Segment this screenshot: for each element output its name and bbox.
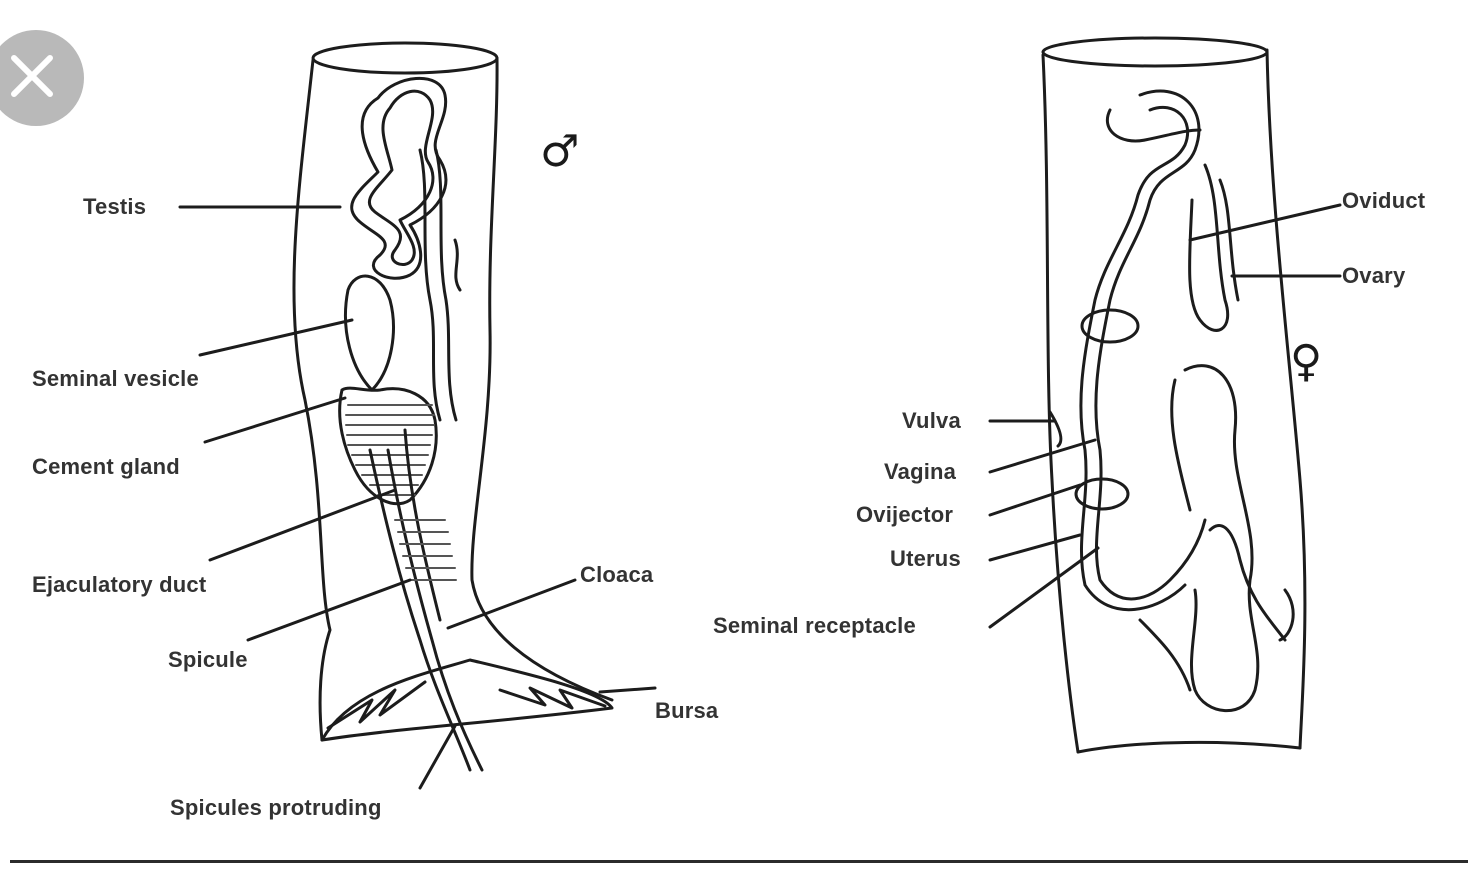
female-oviduct-ovary (1081, 91, 1293, 711)
male-coiled-testis (352, 78, 460, 420)
label-spicules-protruding: Spicules protruding (170, 797, 382, 819)
label-spicule: Spicule (168, 649, 248, 671)
label-bursa: Bursa (655, 700, 718, 722)
bottom-divider (10, 860, 1468, 863)
label-seminal-vesicle: Seminal vesicle (32, 368, 199, 390)
female-pointer-lines (990, 205, 1340, 627)
label-ovijector: Ovijector (856, 504, 953, 526)
label-uterus: Uterus (890, 548, 961, 570)
label-testis: Testis (83, 196, 146, 218)
female-symbol: ♀ (1290, 340, 1322, 384)
male-seminal-vesicle (345, 276, 393, 390)
label-oviduct: Oviduct (1342, 190, 1425, 212)
close-button[interactable] (0, 30, 84, 126)
close-icon (0, 30, 84, 126)
label-ovary: Ovary (1342, 265, 1405, 287)
label-seminal-receptacle: Seminal receptacle (713, 615, 916, 637)
label-ejaculatory-duct: Ejaculatory duct (32, 574, 206, 596)
label-vagina: Vagina (884, 461, 956, 483)
male-symbol: ♂ (540, 130, 579, 174)
label-cloaca: Cloaca (580, 564, 653, 586)
male-pointer-lines (180, 207, 655, 788)
label-cement-gland: Cement gland (32, 456, 180, 478)
label-vulva: Vulva (902, 410, 961, 432)
